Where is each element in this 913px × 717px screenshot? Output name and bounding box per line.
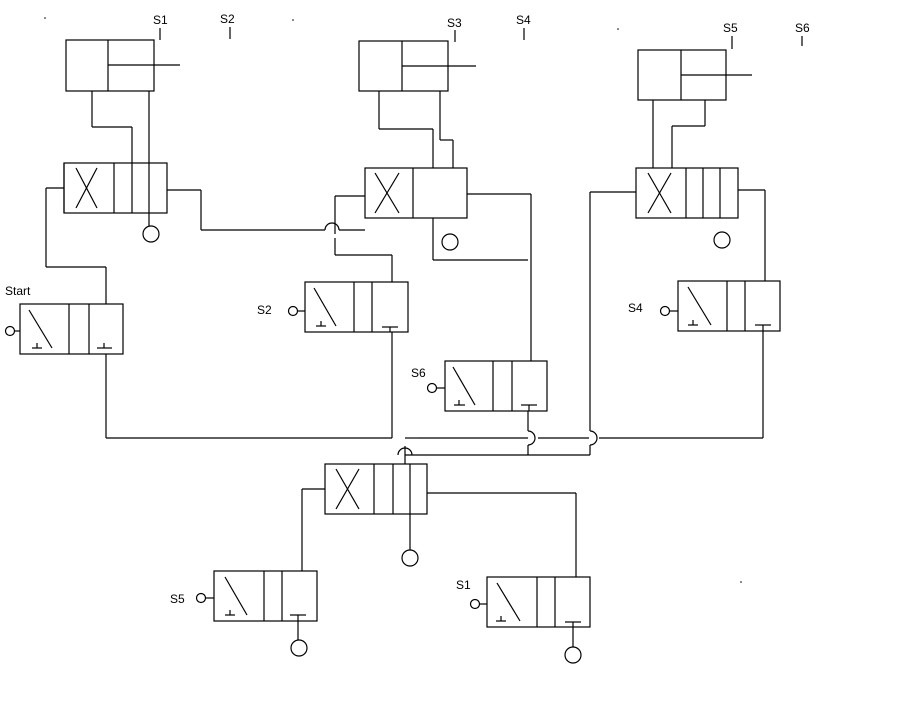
valve-s4: S4 xyxy=(628,280,781,332)
label-s6-top: S6 xyxy=(795,21,810,35)
cylinder-1 xyxy=(65,39,180,226)
label-start: Start xyxy=(5,284,31,298)
label-valve-s1: S1 xyxy=(456,578,471,592)
label-valve-s4: S4 xyxy=(628,301,643,315)
s1-actuator-icon xyxy=(469,598,481,610)
s2-actuator-icon xyxy=(287,305,299,317)
directional-valve-1 xyxy=(63,162,168,243)
cylinder-2 xyxy=(358,40,476,218)
s4-actuator-icon xyxy=(659,305,671,317)
label-s2-top: S2 xyxy=(220,12,235,26)
exhaust-1 xyxy=(142,225,160,243)
memory-valve xyxy=(324,463,428,567)
label-valve-s2: S2 xyxy=(257,303,272,317)
label-s1-top: S1 xyxy=(153,13,168,27)
sensor-s3-top: S3 xyxy=(447,16,462,42)
sensor-s5-top: S5 xyxy=(723,21,738,49)
valve-s5: S5 xyxy=(170,570,318,657)
sensor-s4-top: S4 xyxy=(516,13,531,40)
connection-lines xyxy=(45,187,766,577)
start-valve: Start xyxy=(4,284,124,355)
label-s5-top: S5 xyxy=(723,21,738,35)
directional-valve-3 xyxy=(635,167,739,249)
cylinder-3 xyxy=(637,49,752,168)
start-button-icon xyxy=(4,325,16,337)
label-valve-s5: S5 xyxy=(170,592,185,606)
exhaust-memory xyxy=(401,549,419,567)
valve-s6: S6 xyxy=(411,360,548,412)
directional-valve-2 xyxy=(364,167,468,251)
exhaust-s5 xyxy=(290,639,308,657)
sensor-s6-top: S6 xyxy=(795,21,810,46)
valve-s1: S1 xyxy=(456,576,591,664)
s5-actuator-icon xyxy=(195,592,207,604)
label-valve-s6: S6 xyxy=(411,366,426,380)
s6-actuator-icon xyxy=(426,382,438,394)
sensor-s1-top: S1 xyxy=(153,13,168,40)
label-s4-top: S4 xyxy=(516,13,531,27)
valve-s2: S2 xyxy=(257,281,409,333)
sensor-s2-top: S2 xyxy=(220,12,235,39)
exhaust-3 xyxy=(713,231,731,249)
exhaust-s1 xyxy=(564,646,582,664)
exhaust-2 xyxy=(441,233,459,251)
label-s3-top: S3 xyxy=(447,16,462,30)
